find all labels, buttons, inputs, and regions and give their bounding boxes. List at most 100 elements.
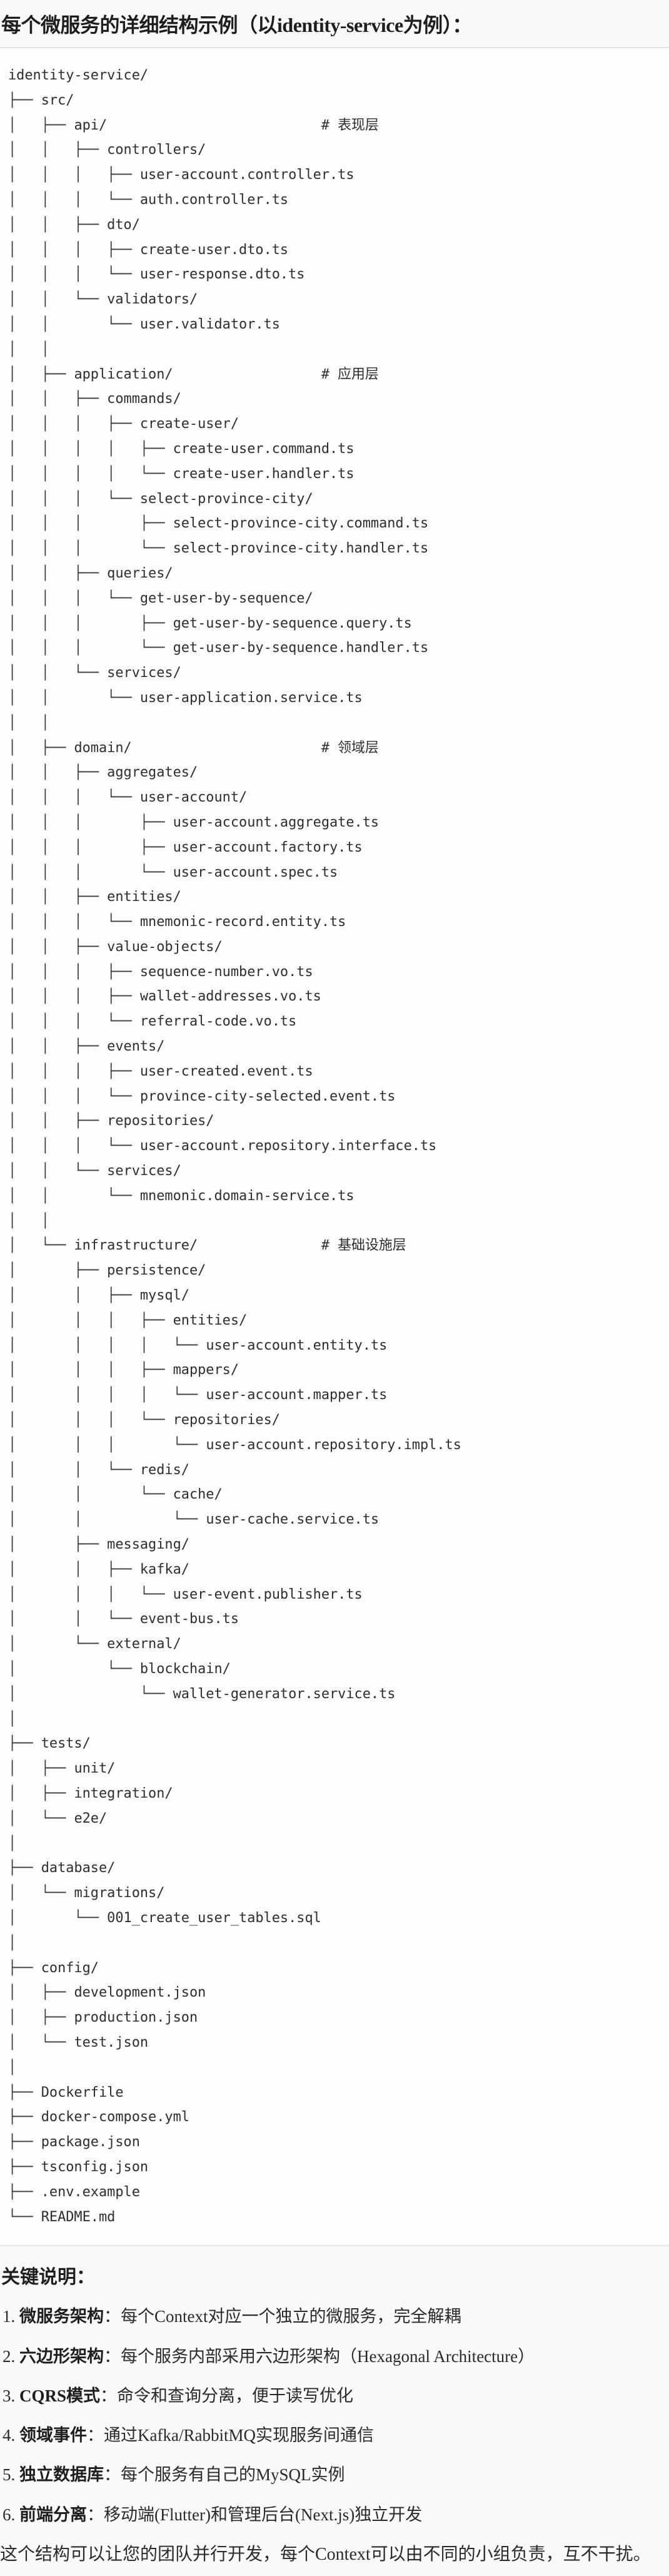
folder-name: repositories/ <box>107 1113 214 1129</box>
tree-line: │ └── migrations/ <box>8 1881 669 1906</box>
tree-line: │ │ │ └── get-user-by-sequence/ <box>8 586 669 611</box>
tree-line: │ │ └── user-application.service.ts <box>8 686 669 711</box>
tree-line: │ │ <box>8 1209 669 1234</box>
folder-name: entities/ <box>107 889 181 905</box>
folder-name: validators/ <box>107 292 198 308</box>
file-name: mnemonic-record.entity.ts <box>139 914 346 930</box>
tree-branch: │ └── <box>8 1661 140 1677</box>
note-item: 3. CQRS模式：命令和查询分离，便于读写优化 <box>0 2376 669 2416</box>
tree-branch: │ │ └── <box>8 1188 140 1204</box>
tree-line: │ │ │ └── user-event.publisher.ts <box>8 1582 669 1607</box>
tree-line: │ ├── messaging/ <box>8 1532 669 1557</box>
note-separator: ： <box>104 2307 121 2326</box>
note-separator: ： <box>104 2465 121 2485</box>
note-number: 1. <box>3 2307 19 2326</box>
tree-branch: │ │ └── <box>8 1611 140 1627</box>
tree-line: │ │ │ └── user-account.spec.ts <box>8 860 669 885</box>
tree-line: │ │ ├── controllers/ <box>8 138 669 163</box>
file-name: package.json <box>41 2134 140 2151</box>
file-name: user-response.dto.ts <box>139 267 305 283</box>
folder-name: entities/ <box>173 1312 248 1328</box>
tree-line: │ │ └── user.validator.ts <box>8 312 669 337</box>
tree-branch: ├── <box>8 1736 41 1752</box>
file-name: user-application.service.ts <box>139 690 363 706</box>
folder-name: messaging/ <box>107 1537 189 1553</box>
file-name: user-account.spec.ts <box>173 864 338 880</box>
tree-line: │ └── e2e/ <box>8 1806 669 1831</box>
tree-branch: │ ├── <box>8 740 74 756</box>
tree-line: │ │ │ └── select-province-city.handler.t… <box>8 536 669 561</box>
tree-line: │ │ │ ├── wallet-addresses.vo.ts <box>8 984 669 1009</box>
tree-line: ├── database/ <box>8 1856 669 1881</box>
tree-branch: │ │ │ └── <box>8 1412 173 1428</box>
tree-branch: │ │ │ └── <box>8 1437 206 1453</box>
tree-branch: │ └── <box>8 1910 108 1926</box>
tree-branch: │ │ └── <box>8 665 108 681</box>
note-label: 独立数据库 <box>19 2465 104 2485</box>
tree-branch: │ └── <box>8 1238 74 1254</box>
folder-name: domain/ <box>74 740 132 756</box>
folder-name: database/ <box>41 1860 116 1876</box>
tree-branch: │ ├── <box>8 1761 74 1777</box>
file-name: user-account.aggregate.ts <box>173 814 380 830</box>
tree-line: │ │ ├── commands/ <box>8 387 669 412</box>
tree-line: ├── package.json <box>8 2130 669 2155</box>
tree-line: │ │ │ └── user-response.dto.ts <box>8 262 669 287</box>
tree-branch: │ │ <box>8 341 49 357</box>
tree-line: │ │ └── cache/ <box>8 1482 669 1507</box>
tree-line: │ │ │ ├── user-account.factory.ts <box>8 835 669 860</box>
note-label: CQRS模式 <box>19 2386 101 2405</box>
file-name: user-cache.service.ts <box>206 1512 380 1528</box>
tree-branch: │ │ │ ├── <box>8 615 173 631</box>
tree-branch: │ │ └── <box>8 292 108 308</box>
folder-name: repositories/ <box>173 1412 280 1428</box>
note-text: 每个Context对应一个独立的微服务，完全解耦 <box>121 2307 461 2326</box>
note-item: 4. 领域事件：通过Kafka/RabbitMQ实现服务间通信 <box>0 2416 669 2455</box>
tree-branch: │ │ │ │ └── <box>8 1387 206 1403</box>
tree-line: │ │ ├── dto/ <box>8 213 669 238</box>
tree-branch: │ <box>8 1711 17 1727</box>
tree-line: │ ├── unit/ <box>8 1756 669 1781</box>
tree-branch: ├── <box>8 1860 41 1876</box>
tree-line: ├── tests/ <box>8 1731 669 1756</box>
folder-name: migrations/ <box>74 1885 165 1901</box>
title-bar: 每个微服务的详细结构示例（以identity-service为例）： <box>0 0 669 48</box>
tree-branch: │ │ │ └── <box>8 1586 173 1602</box>
tree-line: │ │ │ ├── sequence-number.vo.ts <box>8 960 669 985</box>
file-name: tsconfig.json <box>41 2159 149 2175</box>
tree-branch: │ │ └── <box>8 1487 173 1503</box>
file-name: sequence-number.vo.ts <box>139 964 313 980</box>
file-name: province-city-selected.event.ts <box>139 1088 396 1104</box>
tree-line: │ └── test.json <box>8 2030 669 2055</box>
file-name: create-user.handler.ts <box>173 466 355 482</box>
folder-name: cache/ <box>173 1487 223 1503</box>
file-name: event-bus.ts <box>139 1611 239 1627</box>
tree-line: │ │ │ ├── get-user-by-sequence.query.ts <box>8 611 669 636</box>
folder-name: config/ <box>41 1960 99 1976</box>
tree-line: │ │ ├── value-objects/ <box>8 935 669 960</box>
file-name: .env.example <box>41 2184 140 2200</box>
tree-branch: │ <box>8 1935 17 1951</box>
tree-line: │ │ ├── kafka/ <box>8 1557 669 1582</box>
tree-branch: │ │ └── <box>8 1163 108 1179</box>
note-label: 六边形架构 <box>19 2346 104 2366</box>
folder-name: controllers/ <box>107 142 206 158</box>
folder-name: external/ <box>107 1636 181 1652</box>
tree-line: │ ├── persistence/ <box>8 1258 669 1283</box>
tree-branch: │ └── <box>8 2034 74 2050</box>
tree-line: │ │ │ │ └── create-user.handler.ts <box>8 462 669 487</box>
file-name: get-user-by-sequence.query.ts <box>173 615 412 631</box>
tree-branch: │ └── <box>8 1686 173 1702</box>
tree-line: │ │ │ │ └── user-account.mapper.ts <box>8 1383 669 1408</box>
note-label: 领域事件 <box>19 2426 87 2445</box>
tree-branch: │ │ │ ├── <box>8 416 140 432</box>
tree-branch: │ │ ├── <box>8 889 108 905</box>
tree-line: │ └── infrastructure/# 基础设施层 <box>8 1233 669 1258</box>
tree-line: │ ├── application/# 应用层 <box>8 362 669 387</box>
folder-name: identity-service/ <box>8 68 149 83</box>
folder-name: blockchain/ <box>139 1661 231 1677</box>
tree-branch: │ ├── <box>8 117 74 133</box>
summary-text: 这个结构可以让您的团队并行开发，每个Context可以由不同的小组负责，互不干扰… <box>0 2545 651 2565</box>
tree-branch: │ │ │ └── <box>8 1088 140 1104</box>
